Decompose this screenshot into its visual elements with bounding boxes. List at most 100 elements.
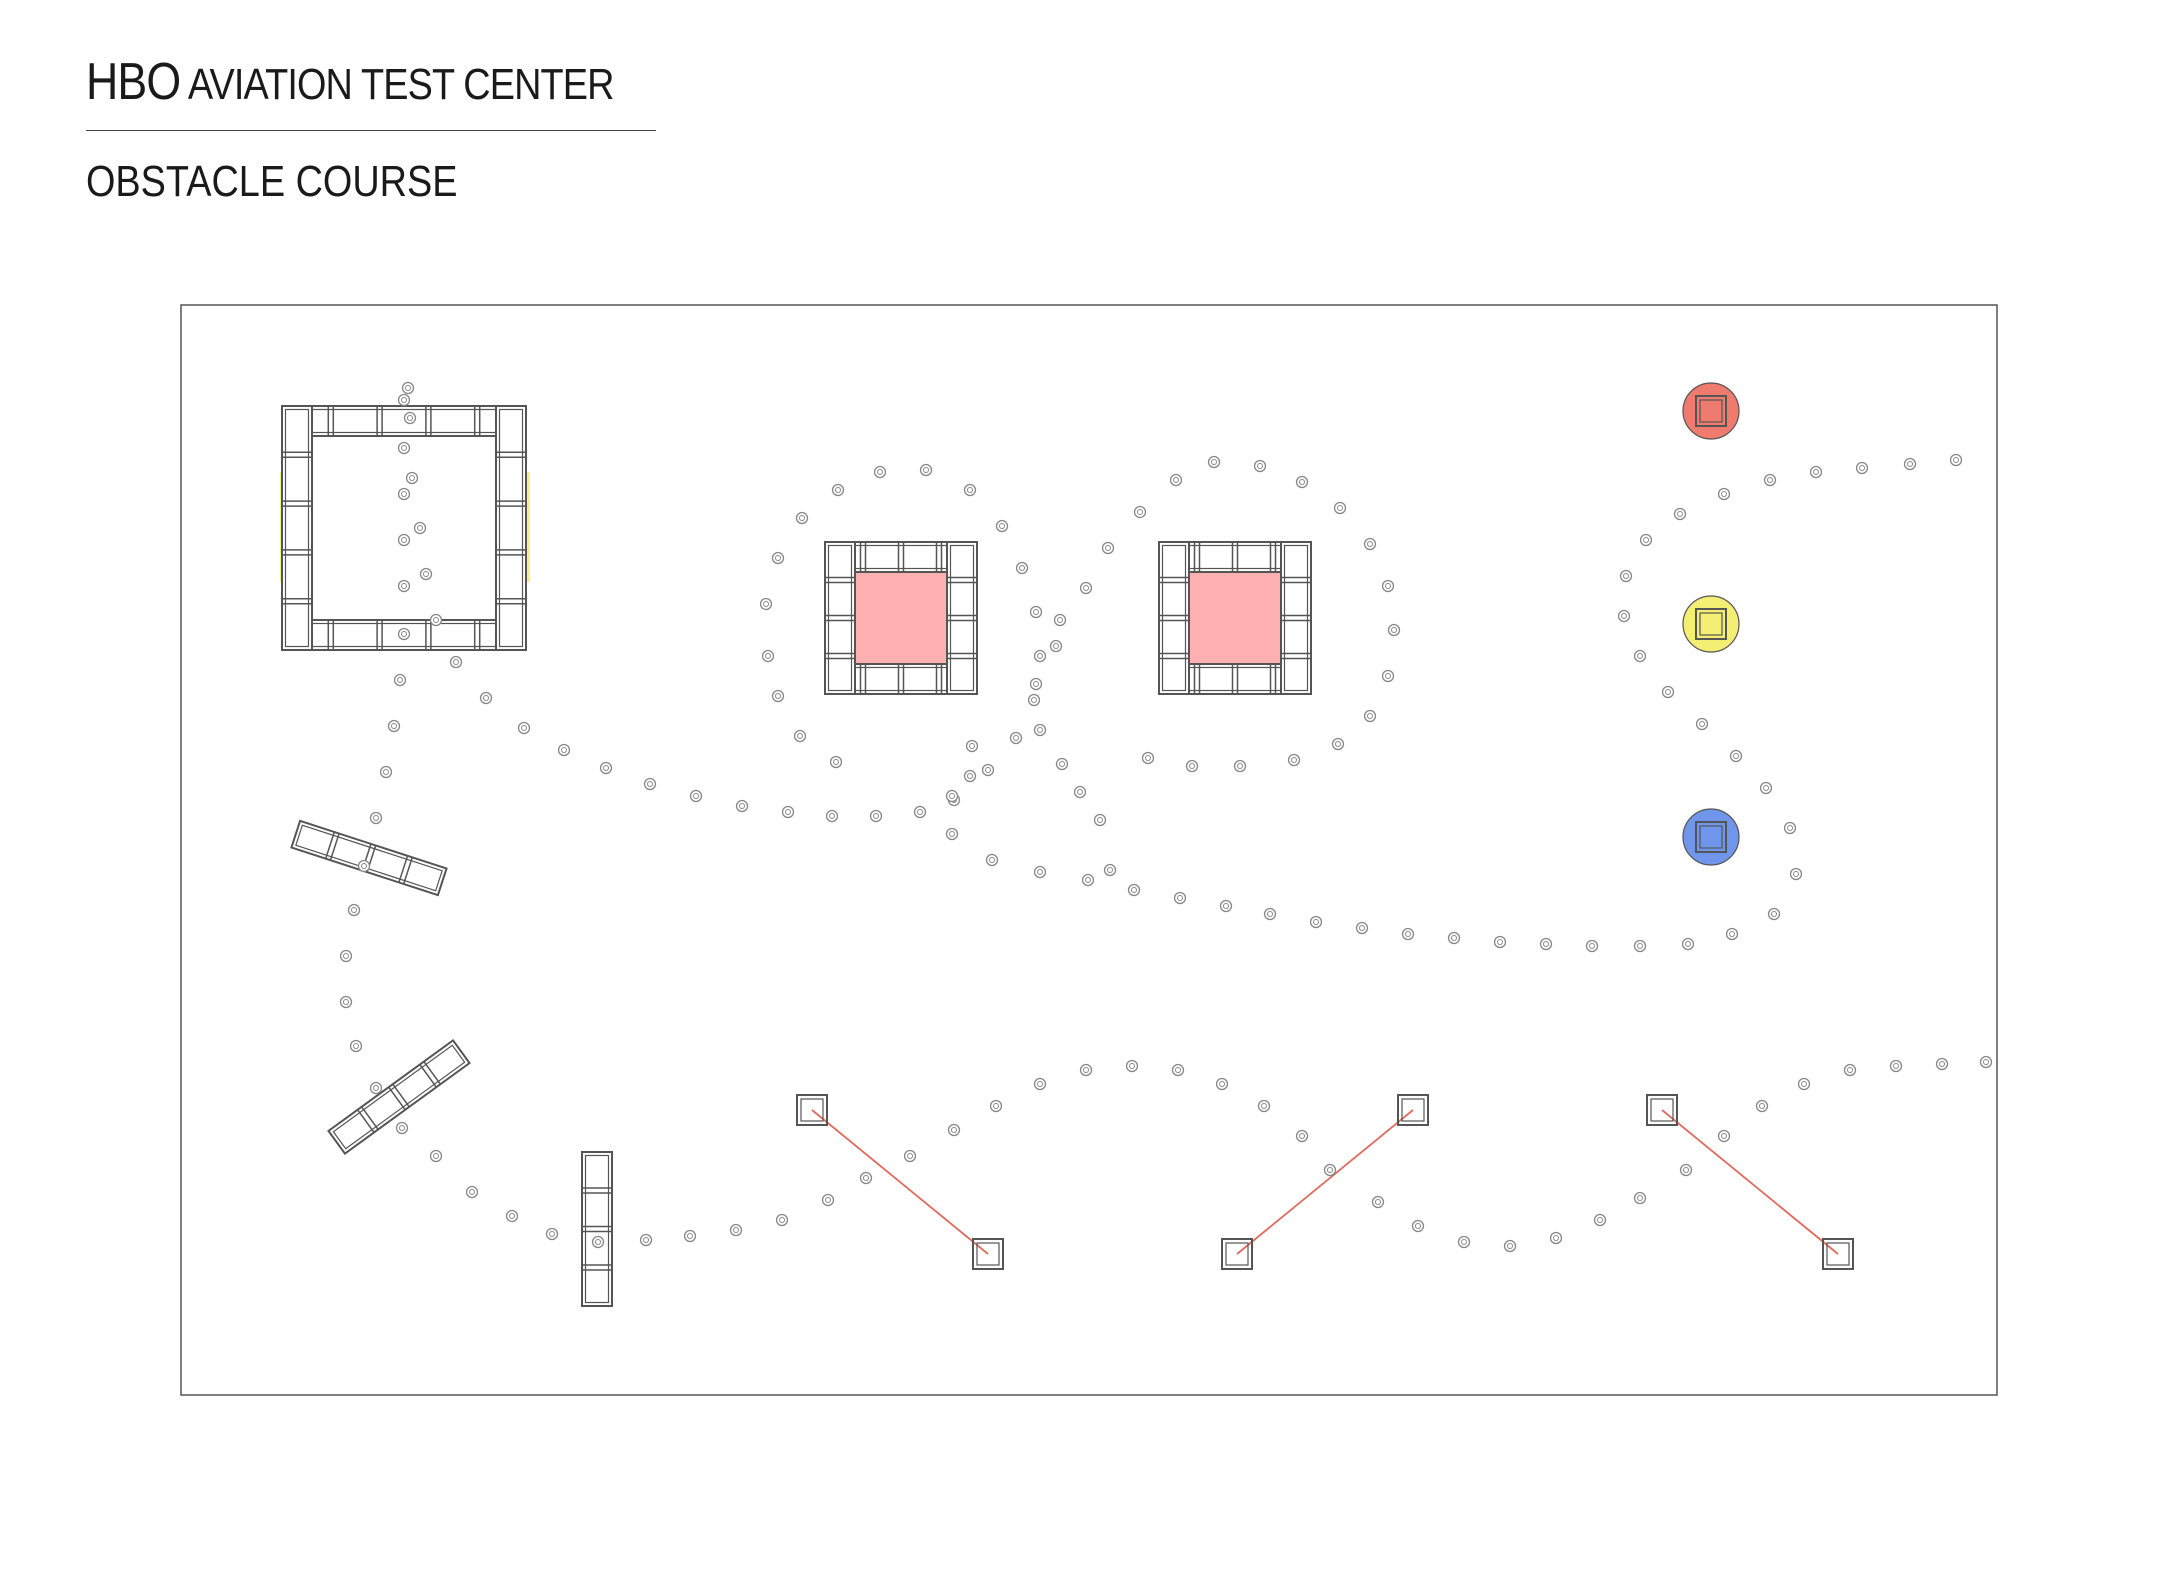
marker-outer [1033,649,1047,663]
marker-outer [369,811,383,825]
truss-inner [827,544,853,692]
path-marker-icon [1681,937,1695,951]
marker-outer [1101,541,1115,555]
marker-inner [1385,673,1391,679]
marker-inner [1037,727,1043,733]
target-disc-icon [1682,595,1740,653]
marker-inner [1053,643,1059,649]
marker-inner [1597,1217,1603,1223]
marker-outer [1447,931,1461,945]
marker-outer [1401,927,1415,941]
path-marker-icon [1783,821,1797,835]
path-marker-icon [995,519,1009,533]
marker-inner [1759,1103,1765,1109]
path-marker-icon [1843,1063,1857,1077]
marker-outer [759,597,773,611]
marker-inner [1367,541,1373,547]
marker-inner [951,1127,957,1133]
marker-outer [1633,649,1647,663]
post-outer [1397,1094,1429,1126]
marker-inner [1033,681,1039,687]
path-marker-icon [829,755,843,769]
marker-outer [1717,1129,1731,1143]
path-marker-icon [1323,1163,1337,1177]
post-outer [1695,395,1727,427]
marker-outer [1679,1163,1693,1177]
marker-inner [989,857,995,863]
post-outer [1695,608,1727,640]
marker-inner [1733,753,1739,759]
landing-zone [1189,573,1281,665]
path-marker-icon [1333,501,1347,515]
marker-outer [397,533,411,547]
page-subtitle: OBSTACLE COURSE [86,157,458,206]
marker-outer [1331,737,1345,751]
post-outer [796,1094,828,1126]
marker-outer [395,1121,409,1135]
marker-outer [821,1193,835,1207]
path-marker-icon [1355,921,1369,935]
marker-outer [1695,717,1709,731]
marker-outer [775,1213,789,1227]
marker-outer [369,1081,383,1095]
marker-outer [683,1229,697,1243]
marker-outer [1503,1239,1517,1253]
marker-inner [969,743,975,749]
path-marker-icon [1593,1213,1607,1227]
marker-inner [775,693,781,699]
path-marker-icon [1539,937,1553,951]
marker-outer [945,827,959,841]
marker-inner [351,907,357,913]
path-marker-icon [1169,473,1183,487]
marker-outer [1027,693,1041,707]
marker-outer [1593,1213,1607,1227]
marker-inner [603,765,609,771]
marker-inner [1847,1067,1853,1073]
post-inner [976,1242,1000,1266]
path-marker-icon [1133,505,1147,519]
marker-inner [1893,1063,1899,1069]
truss-rung [388,1086,406,1111]
marker-inner [1313,919,1319,925]
marker-outer [449,655,463,669]
truss-segment [281,405,313,651]
marker-inner [687,1233,693,1239]
path-marker-icon [1033,865,1047,879]
path-marker-icon [1617,609,1631,623]
marker-outer [1295,1129,1309,1143]
marker-outer [397,487,411,501]
marker-outer [1639,533,1653,547]
truss-inner [1161,544,1187,692]
marker-outer [401,381,415,395]
path-marker-icon [1889,1059,1903,1073]
path-marker-icon [357,859,371,873]
marker-inner [1699,721,1705,727]
marker-outer [1263,907,1277,921]
path-marker-icon [869,809,883,823]
marker-inner [1299,1133,1305,1139]
marker-outer [419,567,433,581]
marker-inner [825,1197,831,1203]
marker-outer [405,471,419,485]
marker-inner [835,487,841,493]
path-marker-icon [985,853,999,867]
target-disc [1682,382,1740,440]
marker-inner [1763,785,1769,791]
rope-line-icon [1236,1109,1414,1255]
path-marker-icon [397,627,411,641]
path-marker-icon [393,673,407,687]
path-marker-icon [405,471,419,485]
path-marker-icon [397,441,411,455]
marker-outer [1411,1219,1425,1233]
marker-inner [401,537,407,543]
marker-inner [509,1213,515,1219]
truss-rung [419,1064,437,1088]
marker-inner [1953,457,1959,463]
marker-inner [999,523,1005,529]
title-text: AVIATION TEST CENTER [187,60,615,109]
path-marker-icon [1411,1219,1425,1233]
path-marker-icon [465,1185,479,1199]
marker-outer [1903,457,1917,471]
path-marker-icon [505,1209,519,1223]
truss-inner [1283,544,1309,692]
